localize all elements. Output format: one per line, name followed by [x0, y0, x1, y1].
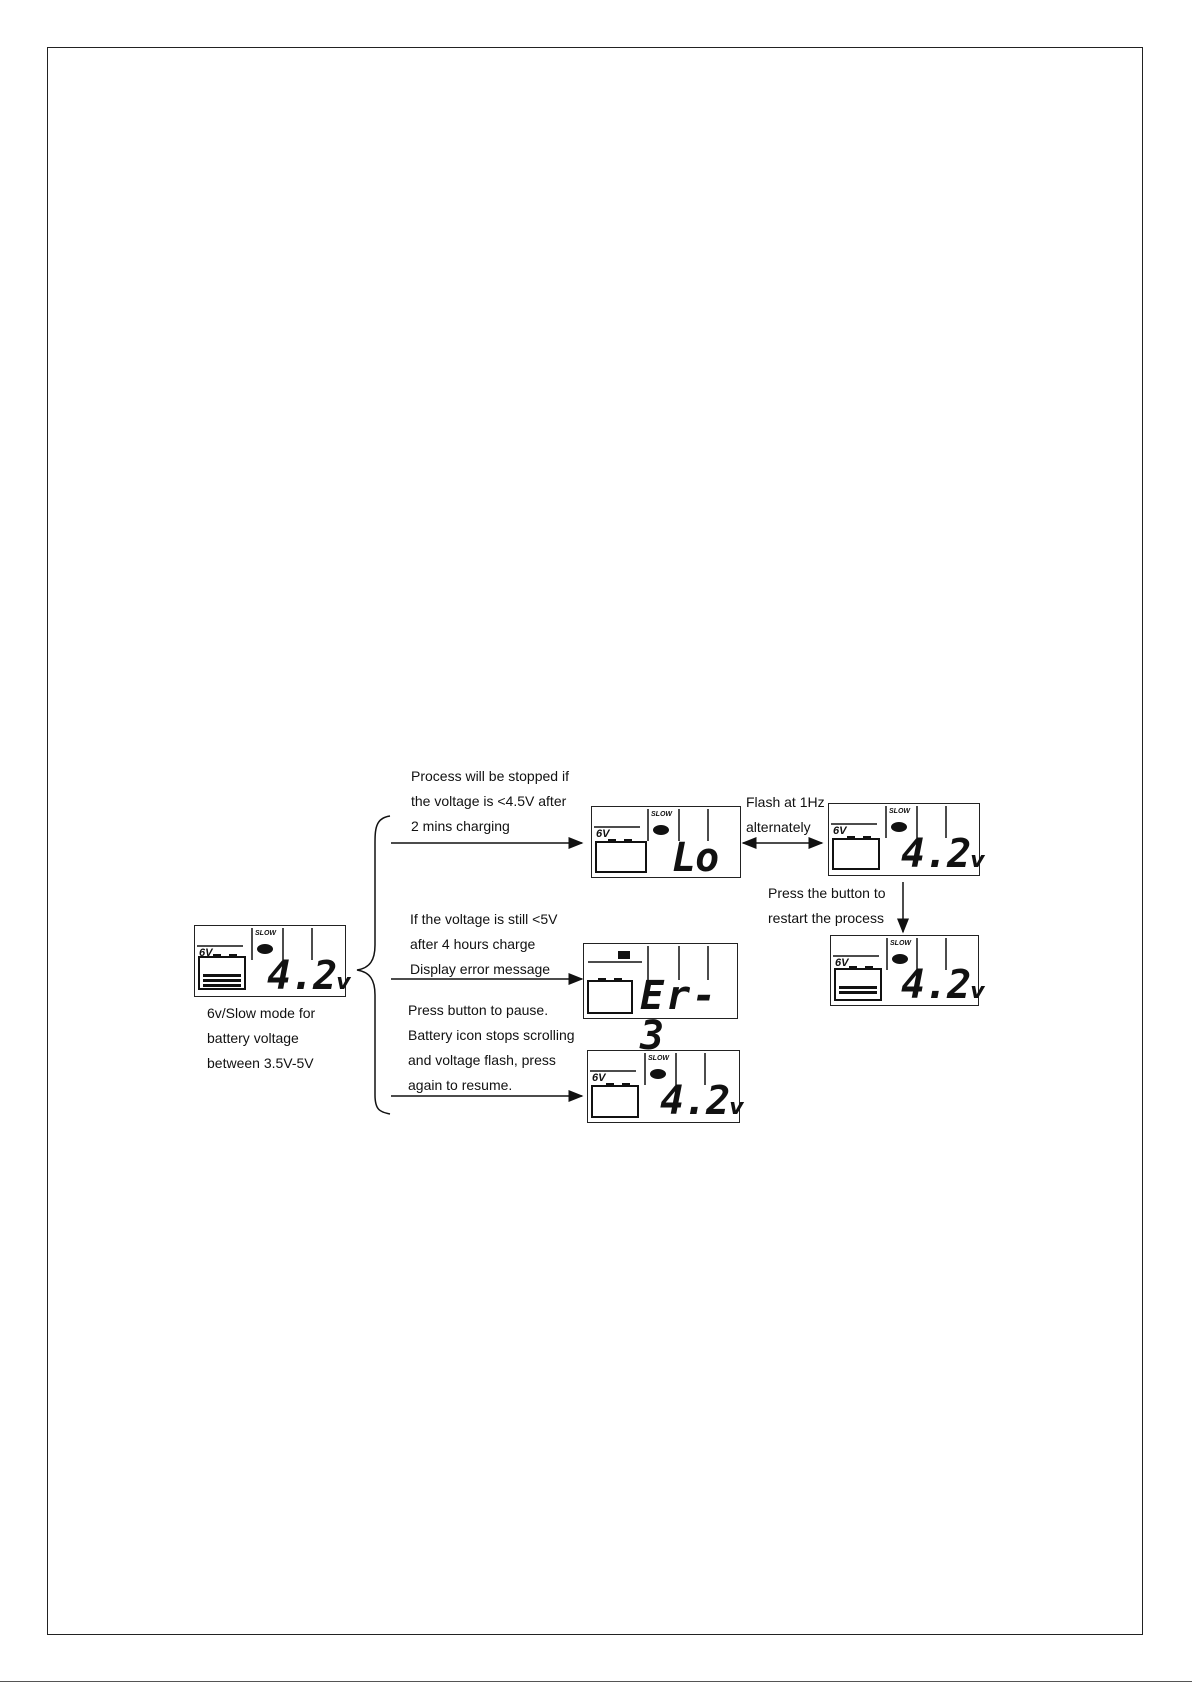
snail-icon	[257, 944, 273, 954]
snail-icon	[650, 1069, 666, 1079]
lcd-flash: 6V SLOW 4.2v	[828, 803, 985, 876]
restart-label: Press the button to restart the process	[768, 885, 886, 926]
mode-label: 6V	[596, 828, 610, 840]
low-readout: Lo	[672, 835, 719, 881]
error-battery-icon	[618, 951, 630, 959]
lcd-error: Er-3	[583, 943, 738, 1056]
snail-icon	[891, 822, 907, 832]
voltage-readout: 4.2v	[660, 1078, 744, 1124]
slow-badge: SLOW	[651, 811, 672, 818]
error-readout: Er-3	[640, 973, 719, 1059]
mode-label: 6V	[835, 957, 849, 969]
mode-label: 6V	[592, 1072, 606, 1084]
bottom-rule	[0, 1681, 1192, 1682]
slow-badge: SLOW	[648, 1055, 669, 1062]
branch-stopped-label: Process will be stopped if the voltage i…	[411, 768, 569, 834]
slow-badge: SLOW	[890, 940, 911, 947]
mode-label: 6V	[199, 947, 213, 959]
voltage-readout: 4.2v	[901, 962, 985, 1008]
snail-icon	[653, 825, 669, 835]
branch-pause-label: Press button to pause. Battery icon stop…	[408, 1002, 575, 1093]
lcd-main: 6V SLOW 4.2v	[194, 925, 351, 997]
branch-error-label: If the voltage is still <5V after 4 hour…	[410, 911, 558, 977]
snail-icon	[892, 954, 908, 964]
lcd-restart: 6V SLOW 4.2v	[830, 935, 985, 1006]
mode-description: 6v/Slow mode for battery voltage between…	[207, 1005, 316, 1071]
flash-label: Flash at 1Hz alternately	[746, 794, 825, 835]
branch-brace	[356, 815, 391, 1115]
slow-badge: SLOW	[889, 808, 910, 815]
voltage-readout: 4.2v	[267, 953, 351, 999]
voltage-readout: 4.2v	[901, 831, 985, 877]
slow-badge: SLOW	[255, 930, 276, 937]
lcd-pause: 6V SLOW 4.2v	[587, 1050, 744, 1123]
mode-label: 6V	[833, 825, 847, 837]
lcd-lo: 6V SLOW Lo	[591, 806, 741, 878]
page-frame	[47, 47, 1143, 1635]
